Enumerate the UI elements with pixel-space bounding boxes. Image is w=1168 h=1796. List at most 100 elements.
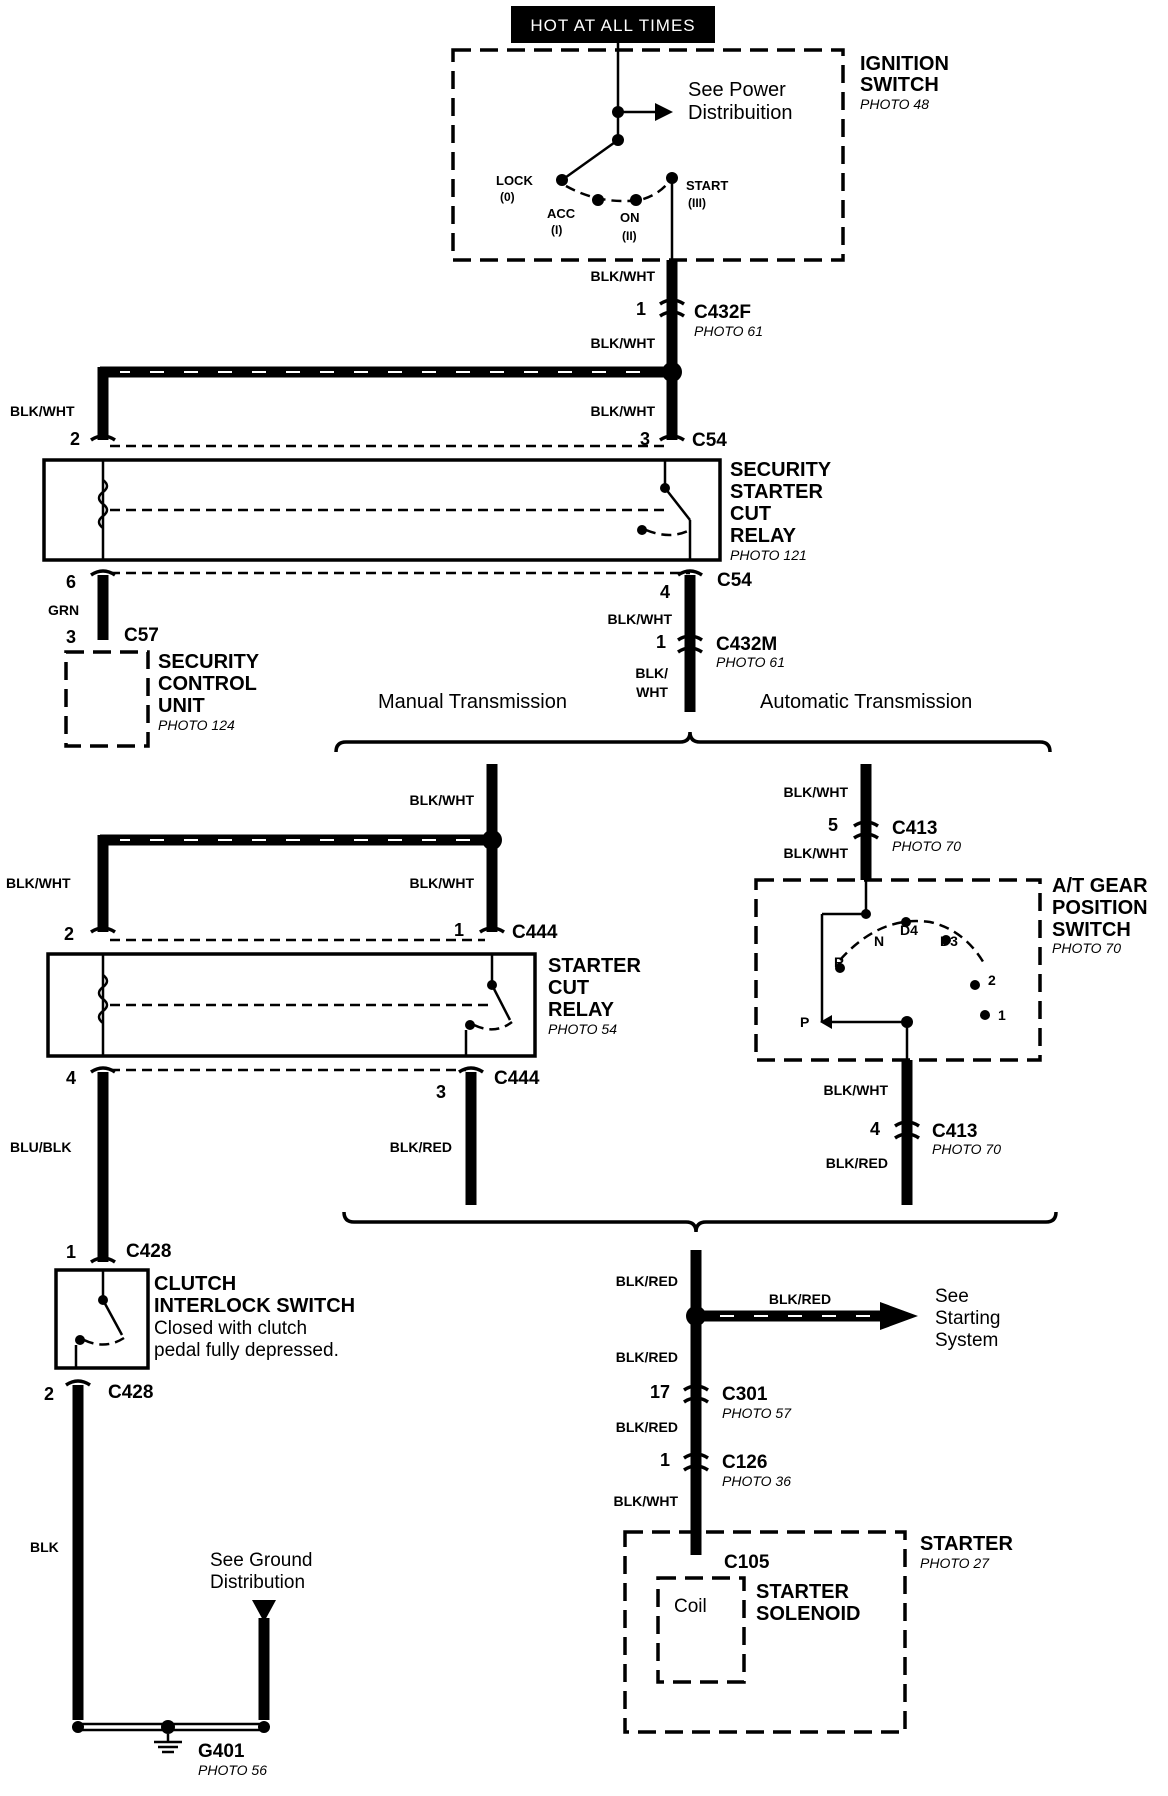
- ignition-switch-box: [451, 48, 845, 262]
- c413-top-photo: PHOTO 70: [892, 838, 961, 854]
- c126-label: C126: [722, 1452, 767, 1473]
- wire-label-18: BLK/RED: [616, 1419, 678, 1435]
- wire-label-5: BLK/WHT: [607, 611, 672, 627]
- gear-switch-l2: POSITION: [1052, 897, 1148, 919]
- gear-switch-l1: A/T GEAR: [1052, 875, 1148, 897]
- security-relay-l1: SECURITY: [730, 459, 832, 481]
- starter-relay-l3: RELAY: [548, 999, 615, 1021]
- c301-photo: PHOTO 57: [722, 1405, 792, 1421]
- ground-dist-l2: Distribution: [210, 1572, 305, 1593]
- ignition-switch-photo: PHOTO 48: [860, 96, 929, 112]
- c444-pin-1: 1: [454, 920, 464, 940]
- security-unit-l1: SECURITY: [158, 651, 260, 673]
- branch-automatic: Automatic Transmission: [760, 691, 972, 713]
- clutch-switch-l3: Closed with clutch: [154, 1318, 307, 1339]
- security-unit-l3: UNIT: [158, 695, 205, 717]
- clutch-switch-l2: INTERLOCK SWITCH: [154, 1295, 355, 1317]
- starter-relay-l2: CUT: [548, 977, 589, 999]
- ignition-acc-label: ACC: [547, 206, 576, 221]
- ground-dist-arrow: [252, 1600, 276, 1622]
- c105-label: C105: [724, 1552, 770, 1573]
- ignition-start-label: START: [686, 178, 728, 193]
- ignition-acc-num: (I): [551, 223, 562, 237]
- ground-dist-l1: See Ground: [210, 1550, 312, 1571]
- wire-label-6b: WHT: [636, 684, 668, 700]
- security-relay-photo: PHOTO 121: [730, 547, 807, 563]
- coil-box: [656, 1576, 746, 1684]
- power-label-box: [511, 6, 715, 43]
- wire-label-11: BLK/WHT: [783, 784, 848, 800]
- security-unit-l2: CONTROL: [158, 673, 257, 695]
- c413-top-label: C413: [892, 818, 937, 839]
- c413-pin-4: 4: [870, 1119, 880, 1139]
- gear-n: N: [874, 933, 884, 949]
- c54-pin-2: 2: [70, 429, 80, 449]
- c444-pin-4: 4: [66, 1068, 76, 1088]
- gear-p: P: [800, 1014, 809, 1030]
- wire-label-3: BLK/WHT: [10, 403, 75, 419]
- power-distribution-arrow: [655, 103, 673, 121]
- c301-pin: 17: [650, 1382, 670, 1402]
- security-relay-l4: RELAY: [730, 525, 797, 547]
- gear-2: 2: [988, 972, 996, 988]
- starter-photo: PHOTO 27: [920, 1555, 990, 1571]
- wire-label-grn: GRN: [48, 602, 79, 618]
- wire-label-7: BLK/WHT: [409, 792, 474, 808]
- see-power-distribution-1: See Power: [688, 79, 786, 101]
- starter-relay-photo: PHOTO 54: [548, 1021, 617, 1037]
- transmission-brace: [334, 731, 1052, 753]
- c444-pin-2: 2: [64, 924, 74, 944]
- starting-system-arrow: [880, 1302, 918, 1330]
- wire-label-12: BLK/WHT: [783, 845, 848, 861]
- c54-top-label: C54: [692, 430, 727, 451]
- c413-bottom-photo: PHOTO 70: [932, 1141, 1001, 1157]
- wire-label-8: BLK/WHT: [6, 875, 71, 891]
- c57-pin: 3: [66, 627, 76, 647]
- gear-d4: D4: [900, 922, 918, 938]
- branch-manual: Manual Transmission: [378, 691, 567, 713]
- gear-switch-l3: SWITCH: [1052, 919, 1131, 941]
- c54-pin-3: 3: [640, 429, 650, 449]
- solenoid-l2: SOLENOID: [756, 1603, 860, 1625]
- ignition-switch-title-2: SWITCH: [860, 74, 939, 96]
- wire-breaks: [65, 434, 703, 1387]
- wire-label-16: BLK/RED: [769, 1291, 831, 1307]
- c444-top-label: C444: [512, 922, 558, 943]
- wire-label-17: BLK/RED: [616, 1349, 678, 1365]
- c432f-photo: PHOTO 61: [694, 323, 763, 339]
- c428-top-pin: 1: [66, 1242, 76, 1262]
- solenoid-l1: STARTER: [756, 1581, 850, 1603]
- c54-pin-4: 4: [660, 582, 670, 602]
- ignition-lock-label: LOCK: [496, 173, 533, 188]
- c432m-pin: 1: [656, 632, 666, 652]
- clutch-switch-l1: CLUTCH: [154, 1273, 236, 1295]
- c432f-label: C432F: [694, 302, 751, 323]
- wire-label-2: BLK/WHT: [590, 335, 655, 351]
- clutch-switch-l4: pedal fully depressed.: [154, 1340, 339, 1361]
- c54-pin-6: 6: [66, 572, 76, 592]
- wire-label-1: BLK/WHT: [590, 268, 655, 284]
- c428-top-label: C428: [126, 1241, 171, 1262]
- c57-label: C57: [124, 625, 159, 646]
- wire-label-10: BLK/RED: [390, 1139, 452, 1155]
- c432m-photo: PHOTO 61: [716, 654, 785, 670]
- wire-label-13: BLK/WHT: [823, 1082, 888, 1098]
- c428-bottom-label: C428: [108, 1382, 153, 1403]
- security-control-unit-box: [64, 650, 150, 748]
- see-power-distribution-2: Distribuition: [688, 102, 792, 124]
- c444-bottom-label: C444: [494, 1068, 540, 1089]
- c432m-label: C432M: [716, 634, 777, 655]
- security-relay-box: [42, 458, 722, 562]
- c301-label: C301: [722, 1384, 768, 1405]
- c126-photo: PHOTO 36: [722, 1473, 791, 1489]
- ignition-on-label: ON: [620, 210, 640, 225]
- c428-bottom-pin: 2: [44, 1384, 54, 1404]
- starter-box: [623, 1530, 907, 1734]
- wire-label-blu-blk: BLU/BLK: [10, 1139, 71, 1155]
- ignition-start-num: (III): [688, 196, 706, 210]
- c413-bottom-label: C413: [932, 1121, 977, 1142]
- g401-photo: PHOTO 56: [198, 1762, 267, 1778]
- c126-pin: 1: [660, 1450, 670, 1470]
- coil-label: Coil: [674, 1596, 707, 1617]
